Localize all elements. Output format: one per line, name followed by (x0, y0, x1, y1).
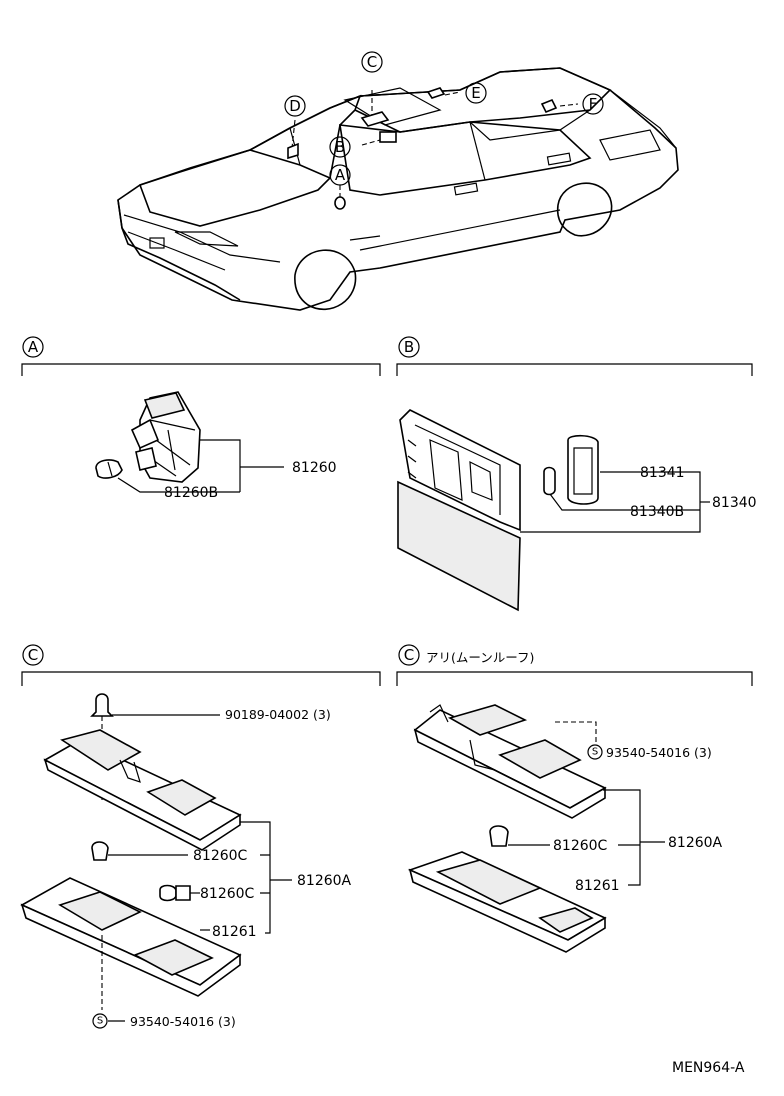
svg-text:S: S (592, 747, 598, 758)
svg-text:A: A (28, 338, 39, 356)
part-93540-54016-right: 93540-54016 (3) (606, 745, 712, 760)
clip-90189 (90, 693, 114, 717)
part-93540-54016-left: 93540-54016 (3) (130, 1014, 236, 1029)
marker-f: F (582, 93, 604, 115)
bulb-81260b (95, 459, 123, 479)
bulb-81260c-1 (91, 841, 109, 861)
screw-symbol-left: S (92, 1013, 108, 1029)
part-90189-04002: 90189-04002 (3) (225, 707, 331, 722)
svg-text:B: B (404, 338, 414, 356)
part-81340: 81340 (712, 495, 757, 511)
part-81341: 81341 (640, 465, 685, 481)
section-c-left-header: C (21, 644, 381, 686)
part-81260: 81260 (292, 460, 337, 476)
lens-81341 (567, 434, 599, 505)
section-a: A 81260 81260B (21, 336, 381, 501)
part-81260c-1: 81260C (193, 848, 248, 864)
section-c-left: C 90189-04002 (3) 81260C 81260C (20, 644, 381, 1029)
svg-text:B: B (335, 138, 345, 156)
svg-text:D: D (289, 97, 301, 115)
section-b: B 81341 81340B 81340 (396, 336, 757, 612)
bulb-81260c-2 (159, 884, 191, 902)
lamp-base-81260a (43, 729, 242, 851)
part-81260c-2: 81260C (200, 886, 255, 902)
section-c-right-header: C アリ(ムーンルーフ) (396, 644, 753, 686)
part-81340b: 81340B (630, 504, 684, 520)
part-81261-right: 81261 (575, 878, 620, 894)
section-a-header: A (21, 336, 381, 376)
moonroof-caption: アリ(ムーンルーフ) (426, 650, 534, 665)
svg-text:S: S (97, 1016, 103, 1027)
car-illustration (117, 67, 679, 311)
part-81260a-right: 81260A (668, 835, 723, 851)
lens-81261-left (20, 877, 242, 997)
svg-text:E: E (471, 84, 480, 102)
screw-symbol-right: S (587, 744, 603, 760)
vanity-mirror-lamp (397, 409, 521, 612)
dome-lamp-assembly (130, 391, 201, 483)
figure-code: MEN964-A (672, 1060, 745, 1076)
marker-b: B (329, 136, 351, 158)
svg-text:F: F (589, 95, 598, 113)
lens-81261-right (407, 851, 607, 953)
marker-c: C (361, 51, 383, 73)
marker-d: D (284, 95, 306, 117)
svg-text:C: C (404, 646, 414, 664)
part-81261-left: 81261 (212, 924, 257, 940)
part-81260c-right: 81260C (553, 838, 608, 854)
section-c-right: C アリ(ムーンルーフ) S 93540-54016 (3) 81260C (396, 644, 753, 953)
svg-text:C: C (367, 53, 377, 71)
bulb-81260c-right (489, 825, 509, 847)
marker-e: E (465, 82, 487, 104)
marker-a: A (329, 164, 351, 186)
part-81260b: 81260B (164, 485, 218, 501)
svg-text:C: C (28, 646, 38, 664)
lamp-base-81260a-right (413, 704, 607, 819)
section-b-header: B (396, 336, 753, 376)
svg-text:A: A (335, 166, 346, 184)
bulb-81340b (543, 466, 556, 496)
part-81260a-left: 81260A (297, 873, 352, 889)
